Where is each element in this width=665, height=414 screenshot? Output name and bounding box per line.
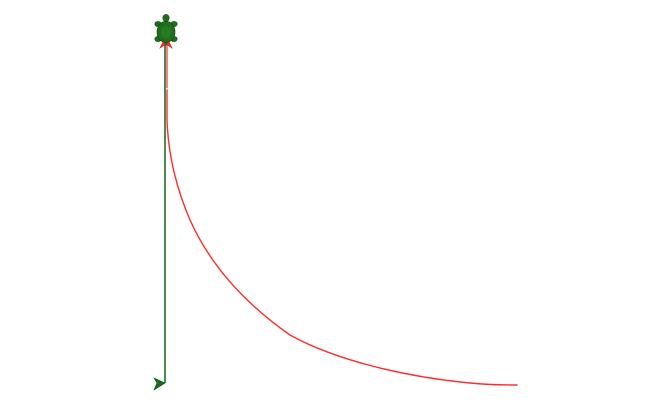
green-arrowhead-icon xyxy=(153,377,166,391)
turtle-shell-highlight xyxy=(161,26,171,38)
turtle-head xyxy=(162,14,170,22)
red-curve-path xyxy=(166,89,518,386)
turtle-tail xyxy=(164,43,168,46)
turtle-icon xyxy=(154,14,178,46)
